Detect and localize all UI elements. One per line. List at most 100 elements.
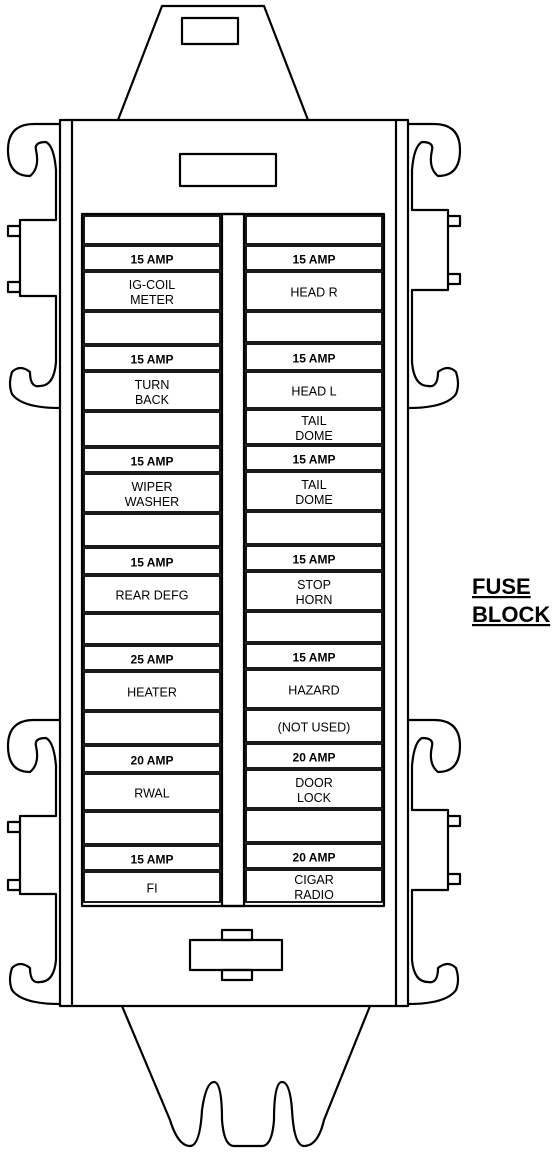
- right-fuse-amp-rating: 15 AMP: [293, 253, 336, 267]
- left-fuse-cell: [83, 645, 221, 671]
- left-fuse-circuit-label: IG-COIL: [129, 278, 176, 292]
- left-fuse-cell: [83, 513, 221, 547]
- right-upper-clip-prong: [446, 214, 462, 286]
- right-fuse-cell: [245, 371, 383, 409]
- left-fuse-circuit-label: METER: [130, 293, 174, 307]
- right-fuse-cell: [245, 611, 383, 643]
- right-fuse-circuit-label: DOME: [295, 429, 333, 443]
- left-fuse-cell: [83, 671, 221, 711]
- left-fuse-amp-rating: 15 AMP: [131, 253, 174, 267]
- left-fuse-cell: [83, 773, 221, 811]
- left-fuse-circuit-label: RWAL: [134, 787, 169, 801]
- left-fuse-cell: [83, 575, 221, 613]
- left-fuse-cell: [83, 871, 221, 903]
- left-fuse-cell: [83, 271, 221, 311]
- fuse-block-title-line2: BLOCK: [472, 602, 550, 627]
- left-lower-clip-prong: [6, 820, 22, 892]
- top-mounting-tab: [116, 4, 310, 122]
- right-fuse-circuit-label: HEAD L: [291, 385, 336, 399]
- left-fuse-cell: [83, 613, 221, 645]
- right-fuse-circuit-label: LOCK: [297, 791, 332, 805]
- right-fuse-cell: [245, 511, 383, 545]
- left-fuse-cell: [83, 311, 221, 345]
- right-fuse-cell: [245, 311, 383, 343]
- right-fuse-cell: [245, 471, 383, 511]
- left-fuse-cell: [83, 811, 221, 845]
- right-fuse-cell: [245, 215, 383, 245]
- right-fuse-amp-rating: 15 AMP: [293, 651, 336, 665]
- right-fuse-cell: [245, 669, 383, 709]
- left-fuse-circuit-label: REAR DEFG: [116, 589, 189, 603]
- right-fuse-amp-rating: 15 AMP: [293, 553, 336, 567]
- right-fuse-cell: [245, 709, 383, 743]
- right-fuse-cell: [245, 643, 383, 669]
- left-fuse-cell: [83, 215, 221, 245]
- right-fuse-circuit-label: DOME: [295, 493, 333, 507]
- left-fuse-cell: [83, 245, 221, 271]
- right-fuse-amp-rating: 15 AMP: [293, 453, 336, 467]
- housing-label-slot: [178, 152, 278, 188]
- right-fuse-circuit-label: RADIO: [294, 888, 334, 902]
- left-fuse-cell: [83, 845, 221, 871]
- fuse-block-housing: [58, 118, 410, 1008]
- right-fuse-amp-rating: 20 AMP: [293, 851, 336, 865]
- right-lower-clip-prong: [446, 814, 462, 886]
- right-fuse-cell: [245, 271, 383, 311]
- left-fuse-cell: [83, 411, 221, 447]
- right-fuse-cell: [245, 769, 383, 809]
- left-fuse-circuit-label: TURN: [135, 378, 170, 392]
- right-fuse-circuit-label: TAIL: [301, 478, 327, 492]
- left-fuse-cell: [83, 447, 221, 473]
- right-upper-clip: [406, 122, 462, 410]
- right-fuse-amp-rating: 20 AMP: [293, 751, 336, 765]
- left-lower-clip: [6, 718, 62, 1006]
- right-fuse-amp-rating: 15 AMP: [293, 352, 336, 366]
- left-fuse-amp-rating: 25 AMP: [131, 653, 174, 667]
- bottom-mounting-tab: [120, 1004, 372, 1148]
- right-fuse-circuit-label: (NOT USED): [278, 721, 351, 735]
- fuse-panel-center-divider: [220, 212, 246, 908]
- left-fuse-amp-rating: 15 AMP: [131, 455, 174, 469]
- left-fuse-cell: [83, 547, 221, 575]
- right-fuse-cell: [245, 809, 383, 843]
- right-fuse-circuit-label: DOOR: [295, 776, 333, 790]
- left-fuse-cell: [83, 711, 221, 745]
- left-fuse-cell: [83, 473, 221, 513]
- right-fuse-cell: [245, 545, 383, 571]
- right-fuse-cell: [245, 409, 383, 445]
- right-fuse-circuit-label: HAZARD: [288, 684, 339, 698]
- right-fuse-cell: [245, 843, 383, 869]
- left-fuse-cell: [83, 745, 221, 773]
- bottom-connector: [188, 928, 284, 982]
- left-fuse-amp-rating: 15 AMP: [131, 853, 174, 867]
- top-tab-slot: [180, 16, 240, 46]
- left-fuse-amp-rating: 15 AMP: [131, 353, 174, 367]
- left-fuse-amp-rating: 15 AMP: [131, 556, 174, 570]
- left-fuse-circuit-label: BACK: [135, 393, 170, 407]
- right-fuse-cell: [245, 245, 383, 271]
- right-fuse-cell: [245, 343, 383, 371]
- left-fuse-cell: [83, 345, 221, 371]
- fuse-block-title-line1: FUSE: [472, 574, 531, 599]
- right-fuse-circuit-label: STOP: [297, 578, 331, 592]
- left-fuse-amp-rating: 20 AMP: [131, 754, 174, 768]
- left-fuse-circuit-label: WASHER: [125, 495, 179, 509]
- left-upper-clip: [6, 122, 62, 410]
- left-fuse-circuit-label: FI: [146, 882, 157, 896]
- left-fuse-circuit-label: HEATER: [127, 686, 177, 700]
- right-fuse-cell: [245, 571, 383, 611]
- right-fuse-circuit-label: HORN: [296, 593, 333, 607]
- left-fuse-cell: [83, 371, 221, 411]
- right-fuse-circuit-label: HEAD R: [290, 286, 337, 300]
- left-fuse-circuit-label: WIPER: [132, 480, 173, 494]
- right-lower-clip: [406, 718, 462, 1006]
- right-fuse-cell: [245, 743, 383, 769]
- right-fuse-cell: [245, 869, 383, 903]
- left-upper-clip-prong: [6, 224, 22, 294]
- right-fuse-cell: [245, 445, 383, 471]
- right-fuse-circuit-label: CIGAR: [294, 873, 334, 887]
- right-fuse-circuit-label: TAIL: [301, 414, 327, 428]
